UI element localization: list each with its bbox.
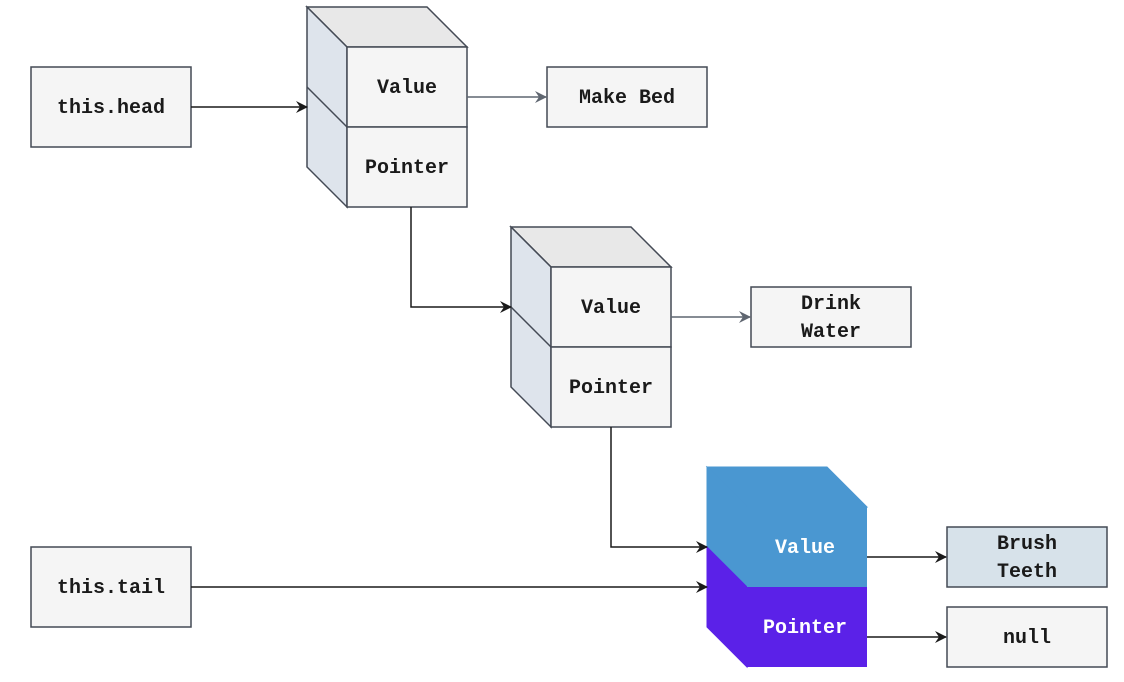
node-2-value-line-2: Water: [801, 321, 861, 344]
node-1: Value Pointer: [305, 5, 469, 209]
tail-pointer-box: this.tail: [30, 546, 192, 628]
node-2-value-cell: [550, 266, 672, 348]
node-3-value-box: Brush Teeth: [946, 526, 1108, 588]
node-2-next-arrow: [610, 427, 708, 553]
head-pointer-label: this.head: [57, 97, 165, 120]
node-2-value-label: Value: [581, 297, 641, 320]
null-box: null: [946, 606, 1108, 668]
node-1-value-label: Value: [377, 77, 437, 100]
tail-pointer-label: this.tail: [57, 577, 165, 600]
node-1-pointer-cell: [346, 126, 468, 208]
node-2-pointer-cell: [550, 346, 672, 428]
node-3-pointer-cell: [747, 587, 867, 667]
node-1-value-text: Make Bed: [579, 87, 675, 110]
node-3-value-line-2: Teeth: [997, 561, 1057, 584]
node-2: Value Pointer: [509, 225, 673, 429]
node-2-value-box: Drink Water: [750, 286, 912, 348]
node-1-next-arrow: [410, 207, 512, 313]
node-1-value-box: Make Bed: [546, 66, 708, 128]
node-3: Value Pointer: [705, 465, 869, 669]
node-1-value-cell: [346, 46, 468, 128]
head-pointer-box: this.head: [30, 66, 192, 148]
node-2-value-line-1: Drink: [801, 293, 861, 316]
node-3-value-line-1: Brush: [997, 533, 1057, 556]
node-2-pointer-label: Pointer: [569, 377, 653, 400]
null-label: null: [1003, 627, 1051, 650]
node-1-pointer-label: Pointer: [365, 157, 449, 180]
node-3-pointer-label: Pointer: [763, 617, 847, 640]
node-3-value-cell: [747, 507, 867, 587]
node-3-value-label: Value: [775, 537, 835, 560]
